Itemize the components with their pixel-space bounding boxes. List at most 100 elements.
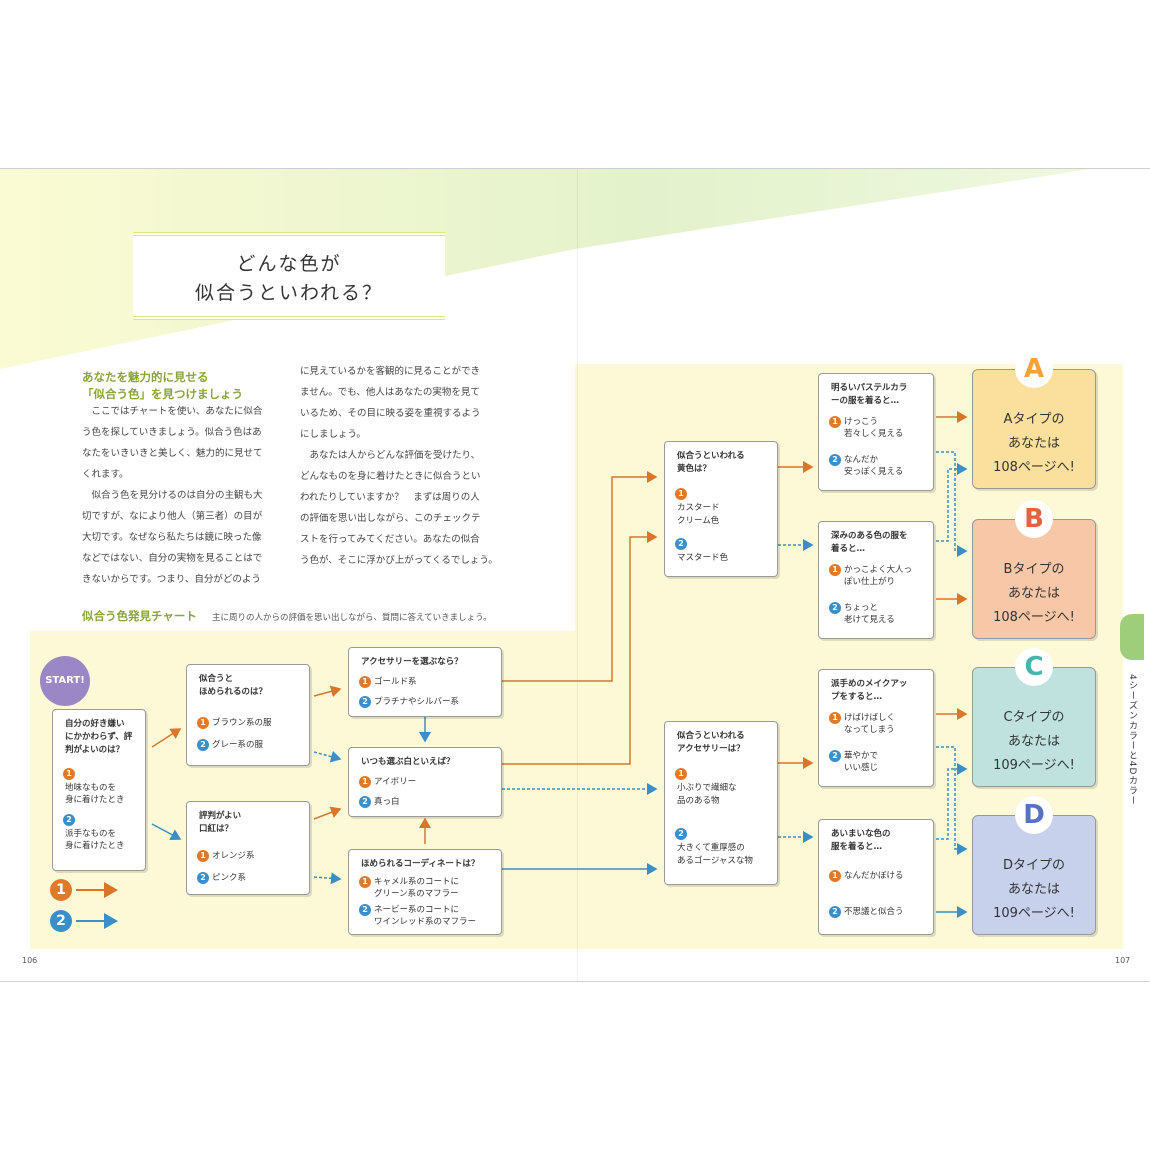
question-text: いつも選ぶ白といえば？ bbox=[361, 757, 455, 767]
option-number-1-icon: 1 bbox=[675, 768, 687, 780]
result-card-d[interactable]: D Dタイプの あなたは 109ページへ! bbox=[972, 796, 1096, 935]
body-line: にしましょう。 bbox=[300, 429, 366, 440]
option-text: グレー系の服 bbox=[212, 740, 264, 750]
lead-line-1: あなたを魅力的に見せる bbox=[82, 370, 209, 384]
option-number-2-icon: 2 bbox=[829, 750, 841, 762]
body-line: 大切です。なぜなら私たちは鏡に映った像 bbox=[82, 532, 262, 543]
option-text: 不思議と似合う bbox=[844, 907, 904, 917]
option-number-1-icon: 1 bbox=[359, 876, 371, 888]
question-text: 明るいパステルカラ ーの服を着ると… bbox=[831, 383, 908, 406]
question-box-7: 似合うといわれる アクセサリーは？ 1 小ぶりで繊細な 品のある物 2 大きくて… bbox=[664, 721, 778, 885]
question-text: 自分の好き嫌い にかかわらず、評 判がよいのは？ bbox=[65, 719, 133, 755]
option-number-1-icon: 1 bbox=[829, 712, 841, 724]
result-letter: A bbox=[1015, 350, 1053, 388]
option-text: ゴールド系 bbox=[374, 677, 417, 687]
title-line-2: 似合うといわれる？ bbox=[194, 282, 384, 304]
body-line: う色を探していきましょう。似合う色はあ bbox=[82, 427, 262, 438]
option-number-1-icon: 1 bbox=[63, 768, 75, 780]
body-line: いるため、その目に映る姿を重視するよう bbox=[300, 408, 481, 419]
result-card-a[interactable]: A Aタイプの あなたは 108ページへ! bbox=[972, 350, 1096, 489]
body-line: われたりしていますか？ まずは周りの人 bbox=[300, 492, 480, 503]
body-line: ここではチャートを使い、あなたに似合 bbox=[82, 406, 263, 417]
body-line: に見えているかを客観的に見ることができ bbox=[300, 366, 481, 377]
legend-option-1-icon: 1 bbox=[50, 879, 72, 901]
option-1[interactable]: 1 bbox=[675, 488, 690, 500]
body-line: なたをいきいきと美しく、魅力的に見せて bbox=[82, 448, 263, 459]
body-line: などではない、自分の実物を見ることはで bbox=[82, 553, 263, 564]
option-number-1-icon: 1 bbox=[197, 850, 209, 862]
green-gradient-background bbox=[0, 169, 1090, 369]
chapter-tab[interactable] bbox=[1120, 614, 1144, 660]
option-1-text: 地味なものを 身に着けたとき bbox=[65, 783, 125, 805]
result-letter: B bbox=[1015, 500, 1053, 538]
option-2[interactable]: 2 bbox=[675, 828, 690, 840]
body-line: ません。でも、他人はあなたの実物を見て bbox=[300, 387, 480, 398]
question-text: ほめられるコーディネートは？ bbox=[361, 859, 480, 869]
option-number-1-icon: 1 bbox=[359, 676, 371, 688]
body-line: くれます。 bbox=[82, 469, 129, 480]
question-text: 似合うと ほめられるのは？ bbox=[199, 674, 268, 697]
option-2[interactable]: 2 bbox=[675, 538, 690, 550]
body-line: どんなものを身に着けたときに似合うとい bbox=[300, 471, 481, 482]
question-box-6: 似合うといわれる 黄色は？ 1 カスタード クリーム色 2 マスタード色 bbox=[664, 441, 778, 577]
result-card-c[interactable]: C Cタイプの あなたは 109ページへ! bbox=[972, 648, 1096, 787]
option-text: 真っ白 bbox=[374, 797, 400, 807]
option-number-2-icon: 2 bbox=[829, 602, 841, 614]
option-number-2-icon: 2 bbox=[675, 538, 687, 550]
option-1[interactable]: 1 bbox=[675, 768, 690, 780]
question-text: あいまいな色の 服を着ると… bbox=[831, 829, 891, 852]
option-number-2-icon: 2 bbox=[675, 828, 687, 840]
option-number-1-icon: 1 bbox=[829, 416, 841, 428]
body-line: う色が、そこに浮かび上がってくるでしょう。 bbox=[300, 555, 498, 566]
question-text: 派手めのメイクアッ プをすると… bbox=[831, 679, 908, 702]
lead-heading: あなたを魅力的に見せる 「似合う色」を見つけましょう bbox=[82, 369, 243, 403]
option-number-2-icon: 2 bbox=[359, 904, 371, 916]
legend-option-2-icon: 2 bbox=[50, 910, 72, 932]
option-text: けっこう 若々しく見える bbox=[844, 417, 904, 439]
option-1[interactable]: 1 bbox=[63, 768, 78, 780]
body-column-2: に見えているかを客観的に見ることができ ません。でも、他人はあなたの実物を見て … bbox=[300, 361, 498, 571]
chart-subtitle: 主に周りの人からの評価を思い出しながら、質問に答えていきましょう。 bbox=[212, 613, 492, 623]
result-text: Bタイプの あなたは 108ページへ! bbox=[993, 562, 1075, 625]
option-text: ちょっと 老けて見える bbox=[844, 603, 895, 625]
result-text: Cタイプの あなたは 109ページへ! bbox=[993, 710, 1075, 773]
option-2-text: 大きくて重厚感の あるゴージャスな物 bbox=[677, 843, 753, 866]
option-text: かっこよく大人っ ぽい仕上がり bbox=[844, 565, 913, 587]
option-text: オレンジ系 bbox=[212, 851, 255, 861]
option-text: なんだか 安っぽく見える bbox=[844, 455, 904, 477]
result-letter: C bbox=[1015, 648, 1053, 686]
option-number-2-icon: 2 bbox=[829, 454, 841, 466]
result-card-b[interactable]: B Bタイプの あなたは 108ページへ! bbox=[972, 500, 1096, 639]
option-text: アイボリー bbox=[374, 777, 417, 787]
option-number-1-icon: 1 bbox=[359, 776, 371, 788]
body-line: ストを行ってみてください。あなたの似合 bbox=[300, 534, 480, 545]
page-number-right: 107 bbox=[1115, 956, 1131, 965]
body-line: の評価を思い出しながら、このチェックテ bbox=[300, 513, 481, 524]
option-2[interactable]: 2 bbox=[63, 814, 78, 826]
page-number-left: 106 bbox=[22, 956, 38, 965]
